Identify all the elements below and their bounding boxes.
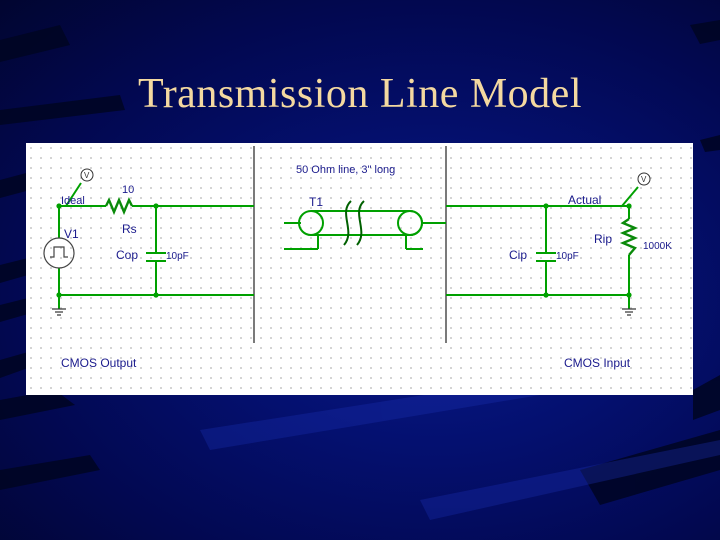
capacitor-cop-symbol [146,252,166,262]
ground-right-symbol [622,308,636,316]
v1-label: V1 [64,227,79,241]
cip-label: Cip [509,248,527,262]
rs-value-label: 10 [122,184,134,196]
ground-left-symbol [52,308,66,316]
probe-ideal-symbol: V [80,168,94,182]
cmos-output-label: CMOS Output [61,356,137,370]
junction-dots [56,203,632,298]
rs-label: Rs [122,222,137,236]
actual-label: Actual [568,193,601,207]
svg-text:V: V [641,175,647,184]
cop-label: Cop [116,248,138,262]
slide-title: Transmission Line Model [138,71,582,117]
resistor-rip-symbol [619,218,639,256]
capacitor-cip-symbol [536,252,556,262]
t1-label: T1 [309,195,323,209]
ideal-label: Ideal [61,195,85,207]
cop-value-label: 10pF [166,251,189,262]
cmos-input-label: CMOS Input [564,356,631,370]
line-label: 50 Ohm line, 3" long [296,164,395,176]
transmission-line-t1-symbol [298,200,423,246]
resistor-rs-symbol [104,196,134,216]
schematic-diagram: V V 50 Ohm line, 3" lo [43,146,672,370]
probe-actual-symbol: V [637,172,651,186]
source-v1-symbol [43,237,75,269]
schematic-panel: V V 50 Ohm line, 3" lo [26,143,693,395]
rip-label: Rip [594,232,612,246]
rip-value-label: 1000K [643,241,672,252]
cip-value-label: 10pF [556,251,579,262]
svg-text:V: V [84,171,90,180]
